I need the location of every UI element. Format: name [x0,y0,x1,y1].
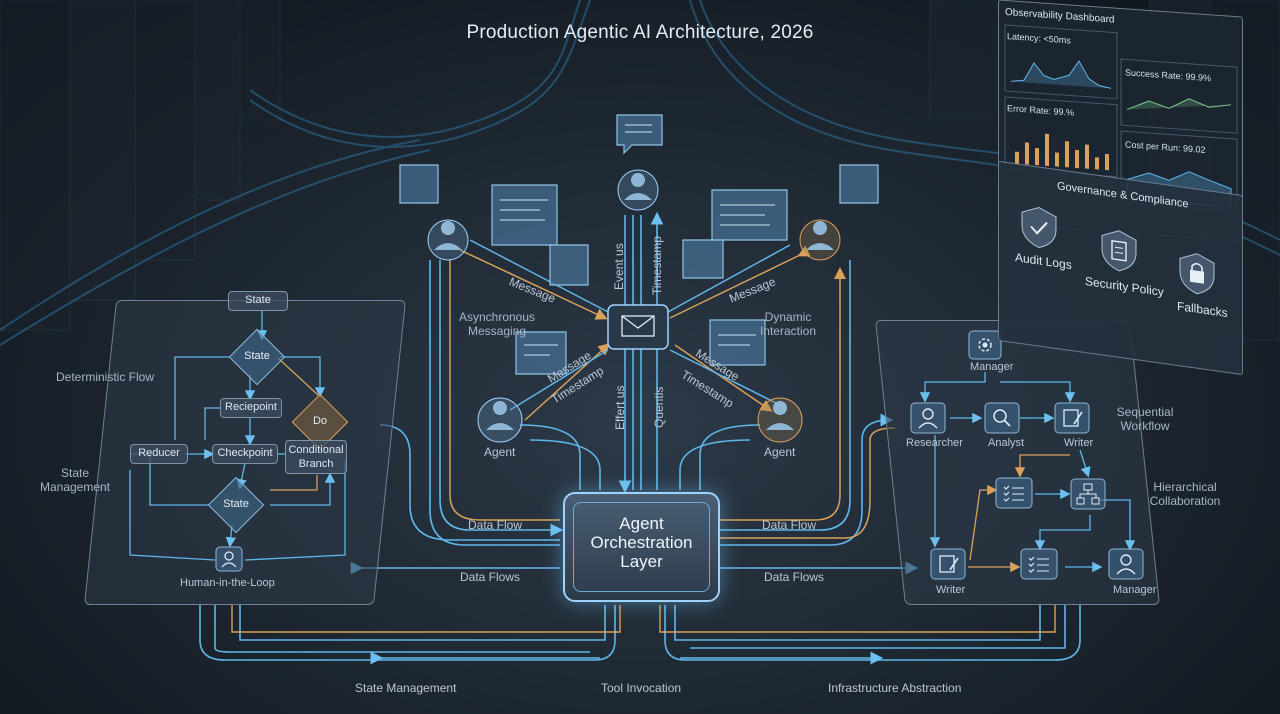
writer-bottom-icon [930,548,966,580]
audit-shield-icon [1021,207,1057,249]
dynamic-interaction-label: Dynamic Interaction [759,310,817,338]
human-in-the-loop-label: Human-in-the-Loop [180,577,275,589]
security-policy-icon [1101,230,1137,272]
diagram-title: Production Agentic AI Architecture, 2026 [466,22,814,43]
fallback-lock-icon [1179,253,1215,295]
left-state-management-label: State Management [39,466,111,494]
governance-title: Governance & Compliance [1057,180,1189,211]
governance-panel: Governance & Compliance Audit Logs Secur… [998,160,1243,376]
agent-left-label: Agent [484,445,516,459]
deterministic-flow-label: Deterministic Flow [55,370,154,384]
hierarchical-collaboration-label: Hierarchical Collaboration [1149,480,1221,508]
researcher-icon [910,402,946,434]
checkpoint-node[interactable]: Checkpoint [212,444,278,464]
human-icon [215,546,243,572]
state-diamond-bottom-label: State [223,498,249,510]
orchestrator-label: Agent Orchestration Layer [590,514,693,571]
reducer-node[interactable]: Reducer [130,444,188,464]
analyst-label: Analyst [988,437,1025,449]
data-flows-right: Data Flows [764,570,825,584]
do-label: Do [312,415,328,427]
state-diamond-label: State [244,350,270,362]
sequential-workflow-label: Sequential Workflow [1116,405,1174,433]
data-flow-right: Data Flow [762,518,817,532]
gear-icon [968,330,1002,360]
agent-right-label: Agent [764,445,796,459]
recheckpoint-node[interactable]: Reciepoint [220,398,282,418]
fallbacks-label: Fallbacks [1177,298,1228,321]
async-messaging-label: Asynchronous Messaging [458,310,536,338]
data-flows-left: Data Flows [460,570,521,584]
conditional-branch-node[interactable]: Conditional Branch [285,440,347,474]
hierarchy-icon [1070,478,1106,510]
state-node-top[interactable]: State [228,291,288,311]
writer-bottom-label: Writer [936,584,966,596]
manager-bottom-label: Manager [1113,584,1157,596]
writer-top-label: Writer [1064,437,1094,449]
audit-logs-label: Audit Logs [1015,250,1072,273]
manager-top-label: Manager [970,361,1014,373]
checklist-bottom-icon [1020,548,1058,580]
checklist-icon [995,477,1033,509]
magnifier-icon [984,402,1020,434]
data-flow-left: Data Flow [468,518,523,532]
researcher-label: Researcher [906,437,963,449]
manager-icon [1108,548,1144,580]
security-policy-label: Security Policy [1085,274,1164,300]
state-management-label: State Management [355,681,457,695]
agent-orchestration-layer[interactable]: Agent Orchestration Layer [563,492,720,602]
writer-icon [1054,402,1090,434]
tool-invocation-label: Tool Invocation [601,681,682,695]
infrastructure-abstraction-label: Infrastructure Abstraction [828,681,962,695]
